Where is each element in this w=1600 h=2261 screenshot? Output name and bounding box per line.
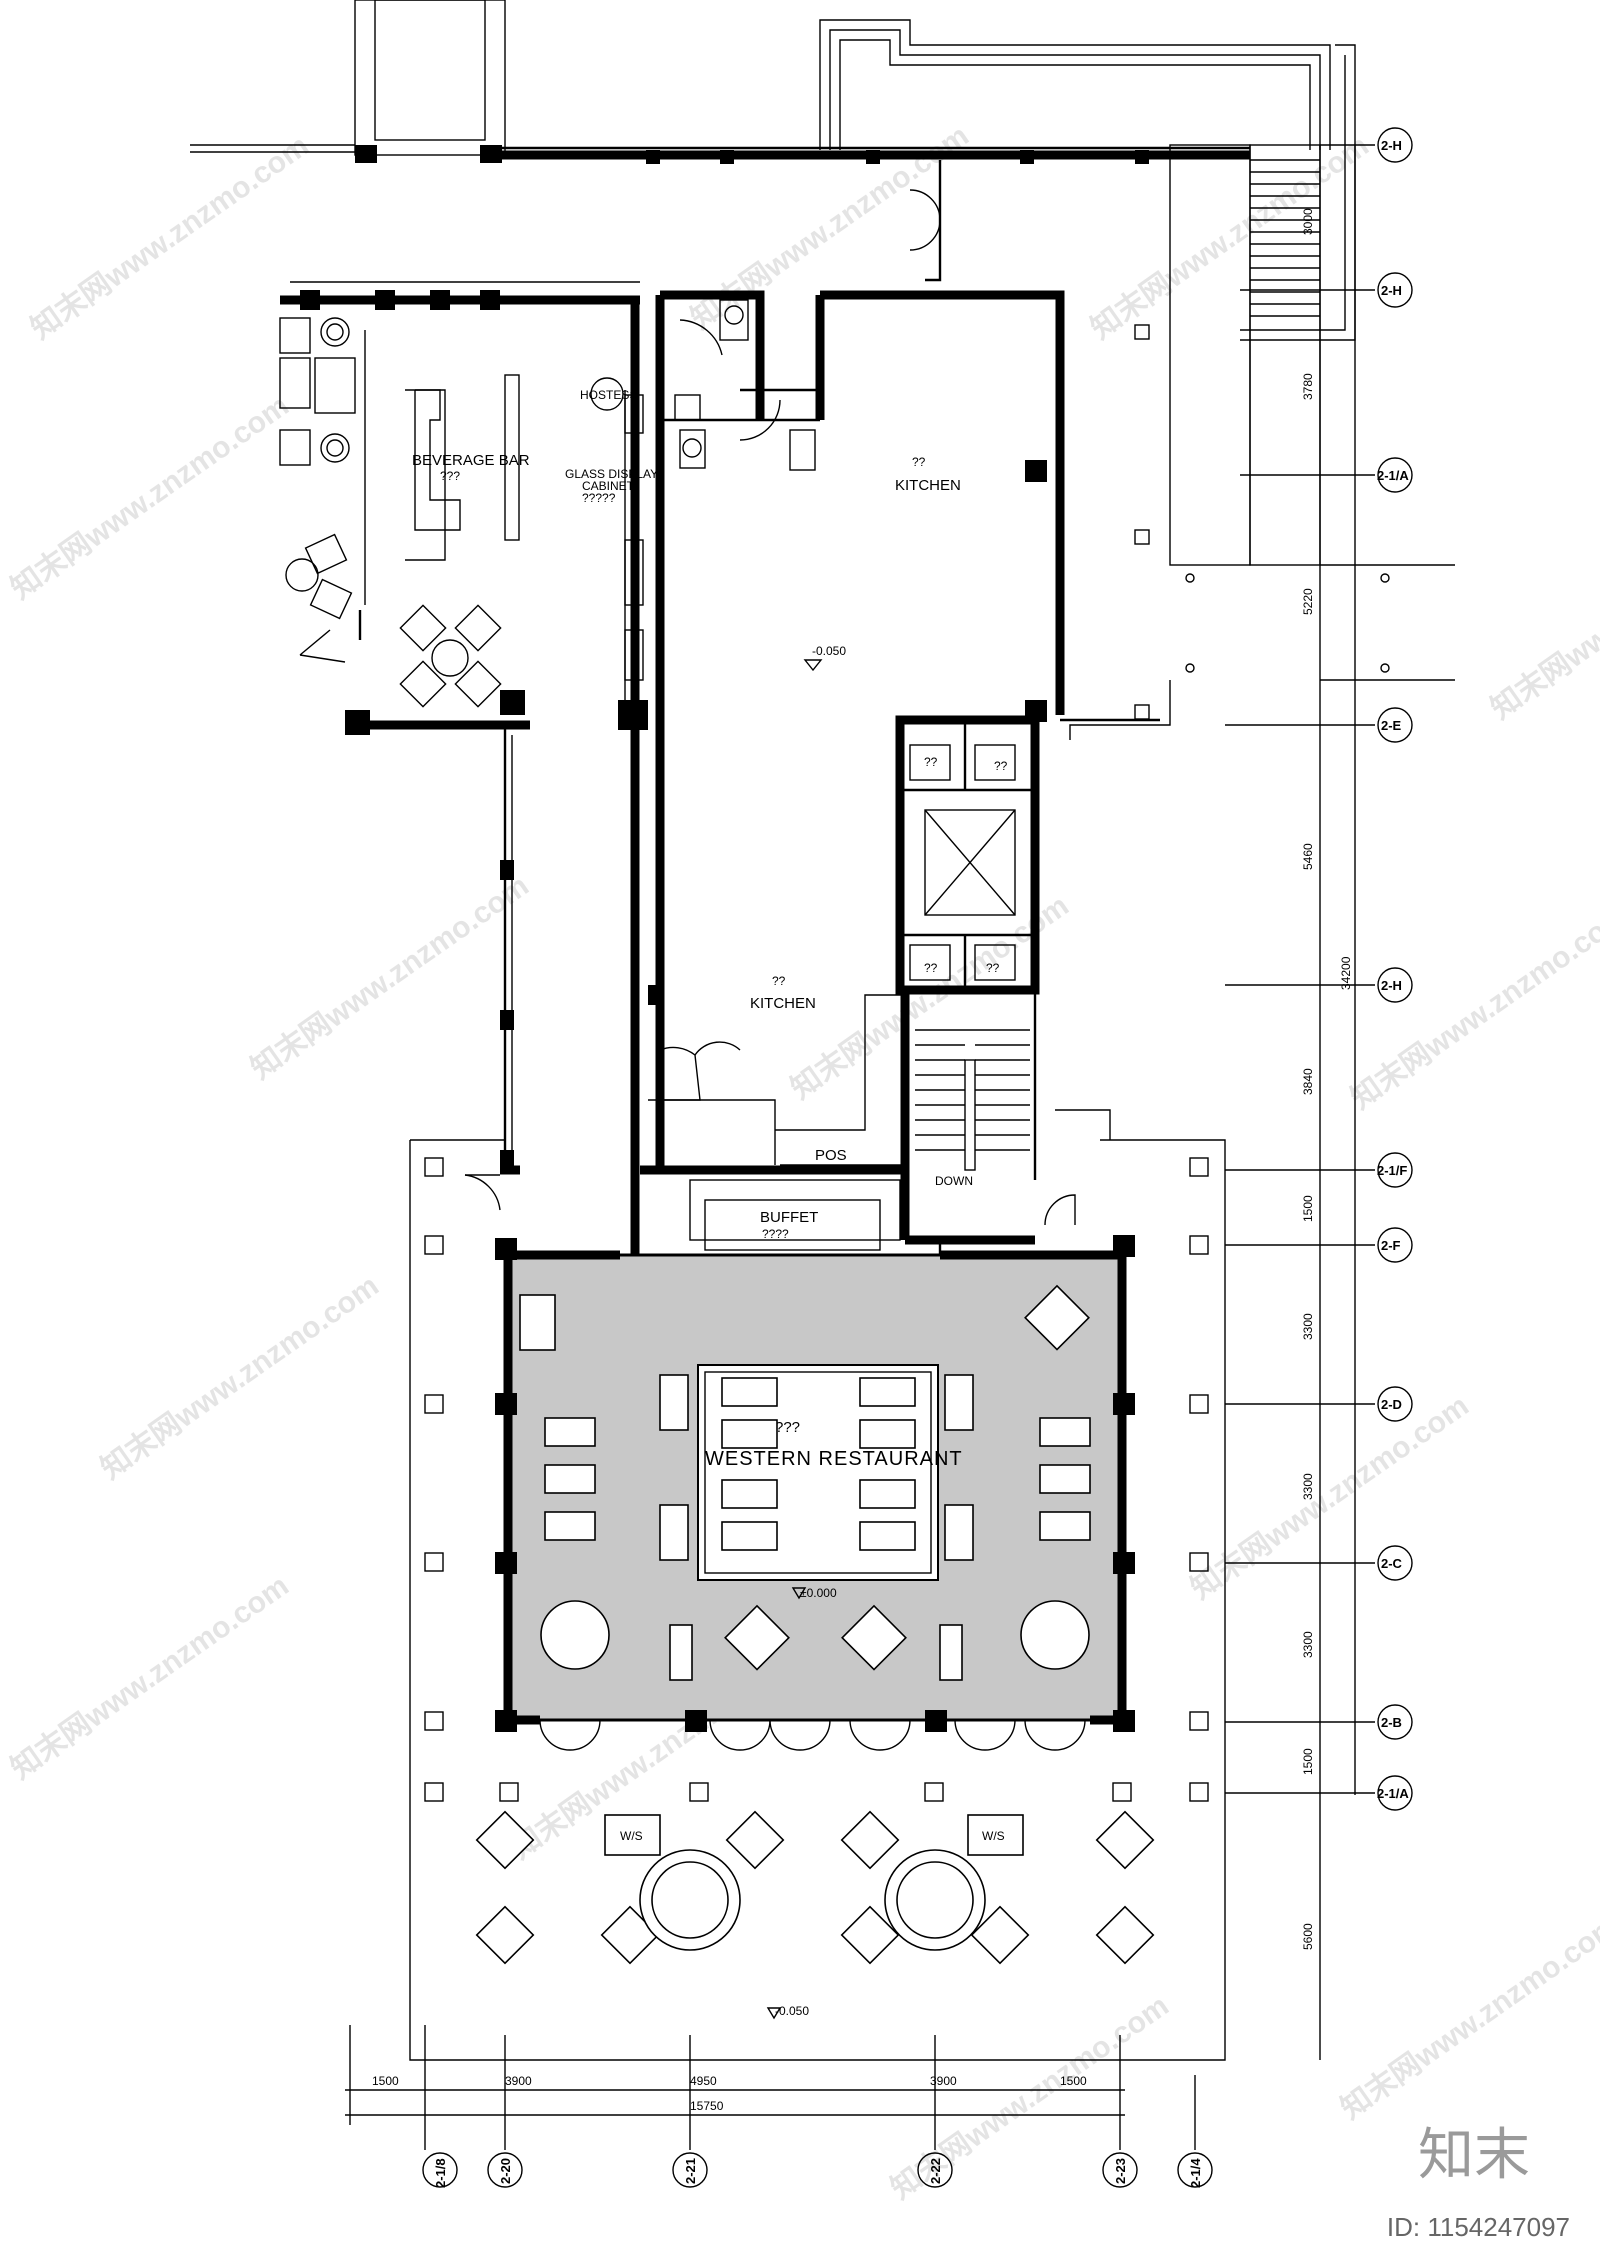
grid-axis-r6: 2-F bbox=[1381, 1238, 1401, 1253]
watermark: 知末网www.znzmo.com bbox=[245, 869, 535, 1086]
dim-v-7: 3300 bbox=[1301, 1473, 1315, 1500]
toilets bbox=[655, 290, 820, 720]
dim-h-3: 3900 bbox=[930, 2074, 957, 2088]
grid-axis-r9: 2-B bbox=[1381, 1715, 1402, 1730]
buffet-area: BUFFET ???? bbox=[640, 1165, 1035, 1280]
watermark: 知末网www.znzmo.com bbox=[1345, 899, 1600, 1116]
top-exterior bbox=[190, 0, 1455, 740]
grid-axis-bubbles-right: 2-H 2-H 2-1/A 2-E 2-H 2-1/F 2-F 2-D 2-C … bbox=[1377, 127, 1413, 1811]
dim-v-9: 1500 bbox=[1301, 1748, 1315, 1775]
brand-logo: 知末 bbox=[1418, 2123, 1530, 2188]
small-room-1-label: ?? bbox=[924, 755, 938, 769]
kitchen-bottom-q: ?? bbox=[772, 974, 786, 988]
grid-axis-b5: 2-1/4 bbox=[1188, 2158, 1203, 2188]
dim-v-5: 1500 bbox=[1301, 1195, 1315, 1222]
facade-doors bbox=[539, 1719, 1086, 1751]
western-restaurant-label: WESTERN RESTAURANT bbox=[705, 1448, 963, 1470]
bar-table-group bbox=[399, 604, 502, 708]
bottom-dimensions: 1500 3900 4950 3900 1500 15750 bbox=[345, 2025, 1196, 2150]
watermark: 知末网www.znzmo.com bbox=[25, 129, 315, 346]
beverage-bar-wing: BEVERAGE BAR ??? bbox=[279, 281, 640, 735]
kitchen-bottom-label: KITCHEN bbox=[750, 995, 816, 1012]
buffet-label: BUFFET bbox=[760, 1209, 818, 1226]
terrace-border bbox=[409, 1139, 1226, 2061]
beverage-bar-sub-label: ??? bbox=[440, 469, 460, 483]
dim-h-total: 15750 bbox=[690, 2099, 724, 2113]
grid-axis-b1: 2-20 bbox=[498, 2158, 513, 2184]
dim-v-total: 34200 bbox=[1339, 956, 1353, 990]
dim-v-0: 3000 bbox=[1301, 208, 1315, 235]
grid-axis-r2: 2-1/A bbox=[1377, 468, 1409, 483]
image-id-label: ID: 1154247097 bbox=[1386, 2212, 1570, 2242]
watermark: 知末网www.znzmo.com bbox=[5, 1569, 295, 1786]
dim-v-2: 5220 bbox=[1301, 588, 1315, 615]
corridor: HOSTESS GLASS DISPLAY CABINET ????? bbox=[464, 300, 658, 1255]
small-room-2-label: ?? bbox=[994, 759, 1008, 773]
hostess-label: HOSTESS bbox=[580, 388, 637, 402]
watermarks: 知末网www.znzmo.com 知末网www.znzmo.com 知末网www… bbox=[5, 119, 1600, 2206]
dim-v-4: 3840 bbox=[1301, 1068, 1315, 1095]
dim-v-3: 5460 bbox=[1301, 843, 1315, 870]
restaurant-furniture bbox=[519, 1284, 1091, 1681]
grid-axis-b4: 2-23 bbox=[1113, 2158, 1128, 2184]
grid-axis-r5: 2-1/F bbox=[1377, 1163, 1407, 1178]
stair-treads-core bbox=[915, 1029, 1030, 1171]
grid-axis-b2: 2-21 bbox=[683, 2158, 698, 2184]
watermark: 知末网www.znzmo.com bbox=[1185, 1389, 1475, 1606]
kitchen-top-q: ?? bbox=[912, 455, 926, 469]
dim-h-0: 1500 bbox=[372, 2074, 399, 2088]
watermark: 知末网www.znzmo.com bbox=[1335, 1909, 1600, 2126]
kitchen-level: -0.050 bbox=[812, 644, 846, 658]
grid-axis-b3: 2-22 bbox=[928, 2158, 943, 2184]
western-restaurant-q: ??? bbox=[775, 1419, 800, 1436]
dim-v-1: 3780 bbox=[1301, 373, 1315, 400]
dim-v-10: 5600 bbox=[1301, 1923, 1315, 1950]
outer-columns bbox=[424, 1157, 1209, 1802]
glass-display-label: GLASS DISPLAY bbox=[565, 467, 658, 481]
kitchen: ?? KITCHEN -0.050 ?? KITCHEN POS bbox=[618, 160, 1160, 1170]
terrace-level: -0.050 bbox=[775, 2004, 809, 2018]
dim-h-1: 3900 bbox=[505, 2074, 532, 2088]
grid-axis-r10: 2-1/A bbox=[1377, 1786, 1409, 1801]
western-restaurant: WESTERN RESTAURANT ??? ±0.000 bbox=[495, 1235, 1135, 1751]
terrace-seating bbox=[475, 1810, 1155, 1965]
small-room-3-label: ?? bbox=[924, 961, 938, 975]
glass-display-sub-label: ????? bbox=[582, 491, 616, 505]
bar-counter bbox=[414, 389, 461, 531]
grid-axis-r7: 2-D bbox=[1381, 1397, 1402, 1412]
dim-v-6: 3300 bbox=[1301, 1313, 1315, 1340]
dim-v-8: 3300 bbox=[1301, 1631, 1315, 1658]
grid-axis-r1: 2-H bbox=[1381, 283, 1402, 298]
dim-h-2: 4950 bbox=[690, 2074, 717, 2088]
buffet-sub-label: ???? bbox=[762, 1227, 789, 1241]
stair-treads bbox=[1250, 159, 1320, 317]
kitchen-top-label: KITCHEN bbox=[895, 477, 961, 494]
service-core: ?? ?? ?? ?? DOWN bbox=[895, 715, 1111, 1240]
restaurant-level: ±0.000 bbox=[800, 1586, 837, 1600]
beverage-bar-label: BEVERAGE BAR bbox=[412, 452, 530, 469]
grid-axis-r3: 2-E bbox=[1381, 718, 1402, 733]
grid-axis-b0: 2-1/8 bbox=[433, 2158, 448, 2188]
grid-axis-bubbles-bottom: 2-1/8 2-20 2-21 2-22 2-23 2-1/4 bbox=[422, 2152, 1213, 2188]
pos-label: POS bbox=[815, 1147, 847, 1164]
ws-right-label: W/S bbox=[982, 1829, 1005, 1843]
ws-left-label: W/S bbox=[620, 1829, 643, 1843]
down-label: DOWN bbox=[935, 1174, 973, 1188]
right-dimensions: 3000 3780 5220 5460 3840 1500 3300 3300 … bbox=[1225, 144, 1375, 2060]
watermark: 知末网www.znzmo.com bbox=[1485, 509, 1600, 726]
grid-axis-r4: 2-H bbox=[1381, 978, 1402, 993]
dim-h-4: 1500 bbox=[1060, 2074, 1087, 2088]
glass-display-label-2: CABINET bbox=[582, 479, 635, 493]
small-room-4-label: ?? bbox=[986, 961, 1000, 975]
grid-axis-r8: 2-C bbox=[1381, 1556, 1403, 1571]
watermark: 知末网www.znzmo.com bbox=[1085, 129, 1375, 346]
grid-axis-r0: 2-H bbox=[1381, 138, 1402, 153]
watermark: 知末网www.znzmo.com bbox=[5, 389, 295, 606]
watermark: 知末网www.znzmo.com bbox=[95, 1269, 385, 1486]
